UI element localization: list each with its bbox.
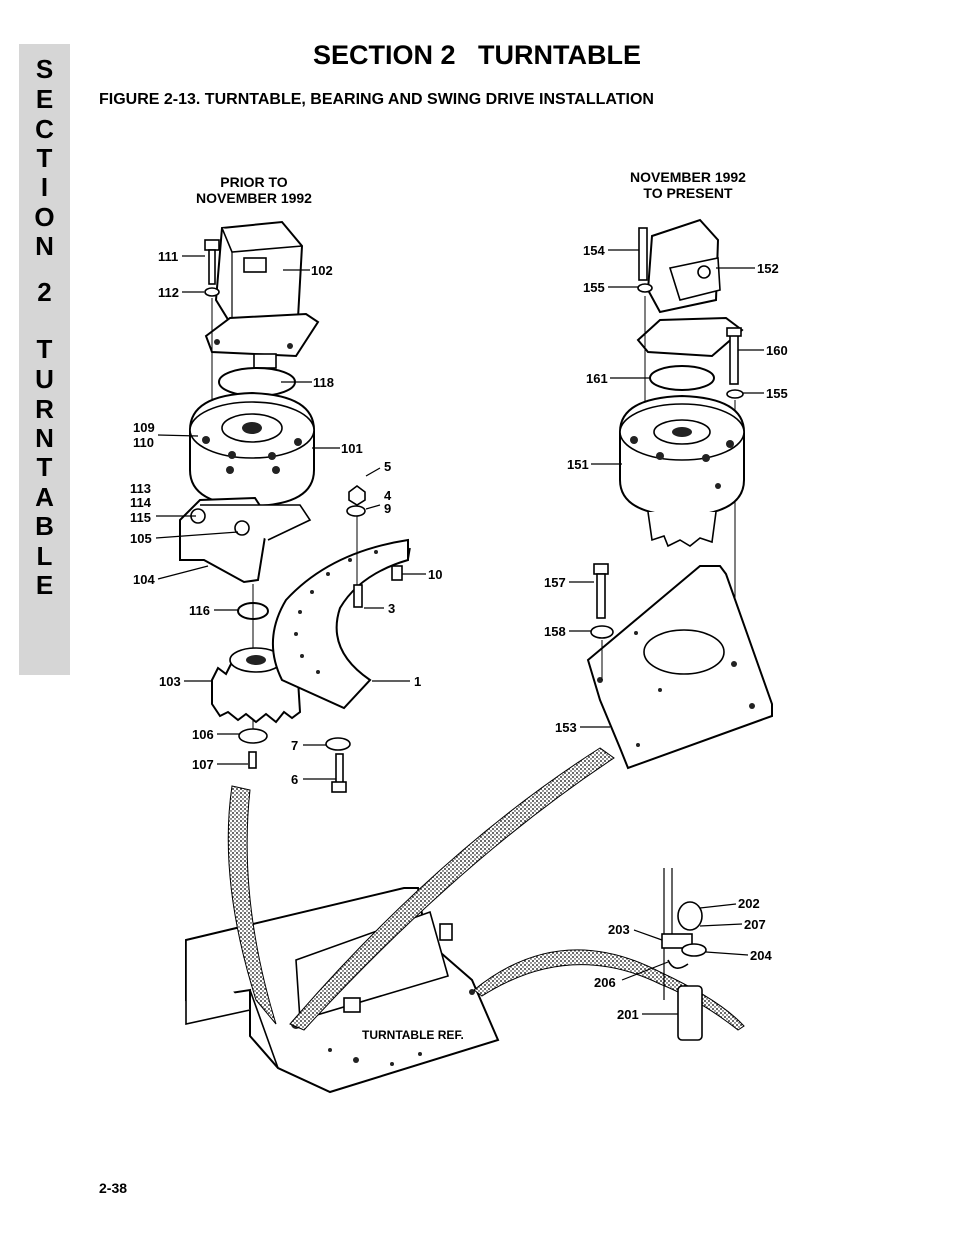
bolt-6 — [331, 753, 347, 793]
callout-5: 5 — [384, 459, 391, 474]
side-tab-letter: 2 — [37, 277, 52, 307]
callout-207: 207 — [744, 917, 766, 932]
right-heading-line1: NOVEMBER 1992 — [630, 169, 746, 185]
o-ring-161 — [649, 365, 715, 391]
callout-201: 201 — [617, 1007, 639, 1022]
side-tab-letter: T — [36, 452, 53, 482]
swing-motor-old — [204, 220, 320, 369]
callout-1: 1 — [414, 674, 421, 689]
side-tab-letter: A — [35, 482, 54, 512]
side-tab-letter: E — [35, 570, 54, 600]
callout-109: 109 — [133, 420, 155, 435]
callout-204: 204 — [750, 948, 772, 963]
washer-4-9 — [346, 505, 366, 517]
side-tab-letter: R — [35, 394, 54, 424]
bolt-111 — [204, 239, 220, 285]
detail-callout-band-left — [227, 785, 277, 1025]
detail-callout-band-center — [289, 747, 615, 1031]
side-tab-letter: T — [36, 334, 53, 364]
left-heading-line1: PRIOR TO — [220, 174, 288, 190]
right-heading-line2: TO PRESENT — [643, 185, 733, 201]
callout-110: 110 — [133, 435, 154, 450]
callout-118: 118 — [313, 375, 334, 390]
swing-motor-new — [636, 218, 744, 358]
page-number: 2-38 — [99, 1180, 128, 1196]
callout-numbers: 111 112 102 118 109 110 101 5 113 4 114 … — [130, 243, 788, 1042]
callout-6: 6 — [291, 772, 298, 787]
lock-pin-detail — [661, 868, 707, 1041]
callout-206: 206 — [594, 975, 616, 990]
callout-7: 7 — [291, 738, 298, 753]
side-tab-letter: U — [35, 364, 54, 394]
side-tab-letter: L — [36, 541, 53, 571]
bolt-107 — [248, 751, 257, 769]
callout-105: 105 — [130, 531, 152, 546]
bearing-ring-1 — [272, 538, 411, 710]
callout-115: 115 — [130, 510, 151, 525]
callout-112: 112 — [158, 285, 179, 300]
section-side-tab: S E C T I O N 2 T U R N T A B L E — [19, 44, 70, 675]
bracket-104 — [179, 496, 312, 584]
page-title: SECTION 2 TURNTABLE — [312, 40, 641, 70]
callout-151: 151 — [567, 457, 589, 472]
callout-154: 154 — [583, 243, 605, 258]
side-tab-letter: N — [35, 231, 54, 261]
callout-114: 114 — [130, 495, 152, 510]
callout-3: 3 — [388, 601, 395, 616]
bolt-3 — [353, 584, 363, 608]
bolt-160 — [726, 327, 742, 385]
left-diagram-heading: PRIOR TO NOVEMBER 1992 — [154, 174, 354, 206]
left-heading-line2: NOVEMBER 1992 — [196, 190, 312, 206]
callout-160: 160 — [766, 343, 788, 358]
side-tab-letter: N — [35, 423, 54, 453]
side-tab-letter: I — [40, 172, 49, 202]
callout-202: 202 — [738, 896, 760, 911]
callout-158: 158 — [544, 624, 566, 639]
side-tab-letter: C — [35, 114, 54, 144]
callout-155-side: 155 — [766, 386, 788, 401]
swing-drive-gearbox-151 — [619, 394, 745, 548]
bolt-154 — [638, 227, 648, 281]
grease-fitting-10 — [391, 565, 403, 581]
washer-106 — [238, 728, 268, 744]
callout-203: 203 — [608, 922, 630, 937]
callout-107: 107 — [192, 757, 214, 772]
mounting-plate-153 — [586, 565, 773, 770]
callout-103: 103 — [159, 674, 181, 689]
side-tab-letter: E — [35, 84, 54, 114]
callout-111: 111 — [158, 249, 178, 264]
washer-158 — [590, 625, 614, 639]
washer-155-top — [637, 283, 653, 293]
callout-9: 9 — [384, 501, 391, 516]
callout-152: 152 — [757, 261, 779, 276]
right-diagram-heading: NOVEMBER 1992 TO PRESENT — [588, 169, 788, 201]
nut-5 — [348, 485, 366, 506]
callout-101: 101 — [341, 441, 363, 456]
callout-106: 106 — [192, 727, 214, 742]
side-tab-letter: S — [35, 54, 54, 84]
callout-10: 10 — [428, 567, 442, 582]
side-tab-letter: O — [34, 202, 55, 232]
side-tab-letter: T — [36, 143, 53, 173]
washer-7 — [325, 737, 351, 751]
callout-113: 113 — [130, 481, 151, 496]
callout-161: 161 — [586, 371, 608, 386]
bolt-157 — [593, 563, 609, 619]
washer-155-side — [726, 389, 744, 399]
callout-leader-lines — [155, 249, 764, 1015]
callout-104: 104 — [133, 572, 155, 587]
callout-155-top: 155 — [583, 280, 605, 295]
turntable-ref-label: TURNTABLE REF. — [362, 1028, 464, 1042]
callout-102: 102 — [311, 263, 333, 278]
washer-112 — [204, 287, 220, 297]
callout-4: 4 — [384, 488, 392, 503]
figure-caption: FIGURE 2-13. TURNTABLE, BEARING AND SWIN… — [99, 91, 654, 108]
side-tab-letter: B — [35, 511, 54, 541]
callout-116: 116 — [189, 603, 210, 618]
callout-157: 157 — [544, 575, 566, 590]
swing-drive-gearbox-101 — [189, 391, 315, 508]
callout-153: 153 — [555, 720, 577, 735]
